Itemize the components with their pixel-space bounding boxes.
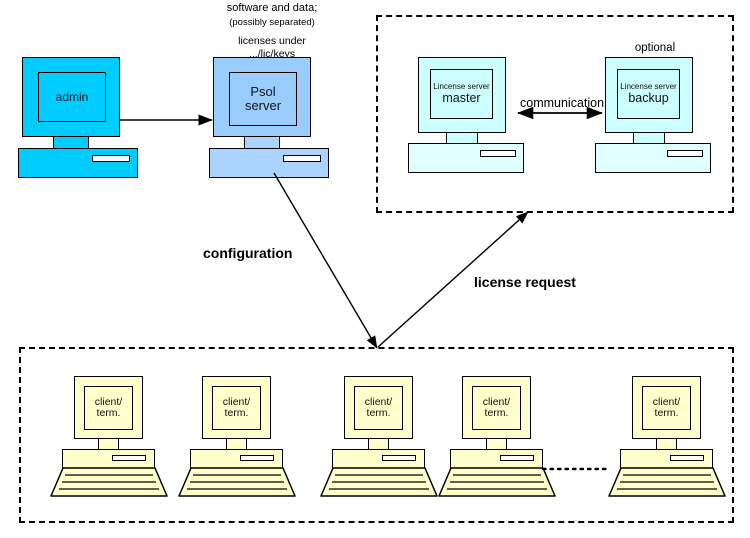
client-drive-slot — [670, 455, 704, 461]
psol-screen-label-line2: server — [244, 98, 282, 113]
client-screen: client/ term. — [212, 386, 261, 430]
computer-admin[interactable]: admin — [18, 57, 138, 178]
license-backup-base — [595, 143, 711, 173]
psol-base — [209, 148, 329, 178]
annotation-licenses-under: licenses under — [238, 35, 306, 47]
client-keyboard — [438, 467, 556, 497]
client-screen: client/ term. — [354, 386, 403, 430]
license-server-group-box — [376, 15, 734, 213]
client-screen-label-line1: client/ — [482, 395, 511, 408]
client-screen-label-line2: term. — [654, 407, 679, 419]
client-keyboard — [50, 467, 168, 497]
annotation-software-and-data: software and data; — [226, 2, 318, 14]
license-master-label-line2: master — [442, 90, 481, 105]
license-backup-screen: Lincense server backup — [617, 69, 680, 119]
computer-license-master[interactable]: Lincense server master — [408, 57, 524, 176]
client-drive-slot — [500, 455, 534, 461]
client-screen-label-line2: term. — [366, 407, 391, 419]
client-screen-label-line1: client/ — [364, 395, 393, 408]
admin-base — [18, 148, 138, 178]
client-terminal[interactable]: client/ term. — [50, 376, 168, 498]
client-drive-slot — [112, 455, 146, 461]
client-screen-label-line2: term. — [96, 407, 121, 419]
client-terminal[interactable]: client/ term. — [438, 376, 556, 498]
client-drive-slot — [240, 455, 274, 461]
edge-label-communication: communication — [520, 96, 605, 110]
edge-label-license-request: license request — [474, 274, 576, 290]
computer-license-backup[interactable]: Lincense server backup — [595, 57, 711, 176]
client-keyboard — [320, 467, 438, 497]
client-drive-slot — [382, 455, 416, 461]
psol-screen-label-line1: Psol — [250, 84, 276, 100]
annotation-possibly-separated: (possibly separated) — [229, 17, 315, 28]
admin-screen: admin — [38, 72, 106, 122]
license-backup-drive-slot — [667, 150, 703, 157]
annotation-optional: optional — [634, 42, 676, 54]
computer-psol-server[interactable]: Psol server — [209, 57, 329, 178]
client-screen-label-line2: term. — [484, 407, 509, 419]
client-screen-label-line1: client/ — [94, 395, 123, 408]
client-terminal[interactable]: client/ term. — [320, 376, 438, 498]
admin-drive-slot — [92, 155, 130, 162]
client-keyboard — [178, 467, 296, 497]
client-screen-label-line2: term. — [224, 407, 249, 419]
license-master-base — [408, 143, 524, 173]
client-terminal[interactable]: client/ term. — [608, 376, 726, 498]
client-screen: client/ term. — [642, 386, 691, 430]
admin-screen-label: admin — [55, 89, 89, 104]
client-screen: client/ term. — [472, 386, 521, 430]
client-screen-label-line1: client/ — [222, 395, 251, 408]
client-screen: client/ term. — [84, 386, 133, 430]
edge-label-configuration: configuration — [203, 245, 293, 261]
license-backup-label-line2: backup — [628, 90, 669, 105]
psol-drive-slot — [283, 155, 321, 162]
license-master-label-line1: Lincense server — [433, 82, 490, 92]
license-master-screen: Lincense server master — [430, 69, 493, 119]
psol-screen: Psol server — [229, 72, 297, 126]
client-keyboard — [608, 467, 726, 497]
client-terminal[interactable]: client/ term. — [178, 376, 296, 498]
client-screen-label-line1: client/ — [652, 395, 681, 408]
license-master-drive-slot — [480, 150, 516, 157]
license-backup-label-line1: Lincense server — [620, 82, 677, 92]
